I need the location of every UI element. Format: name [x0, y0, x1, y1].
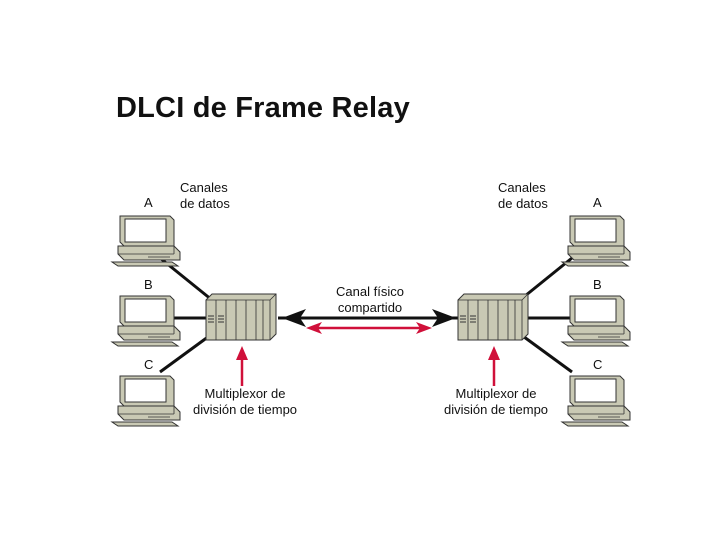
left-terminal-a-label: A: [144, 195, 153, 210]
shared-channel-label: Canal físico compartido: [322, 284, 418, 316]
right-channels-line1: Canales: [498, 180, 546, 195]
right-terminal-c-label: C: [593, 357, 603, 372]
red-arrowhead-left: [306, 322, 322, 334]
left-mux-pointer-head: [236, 346, 248, 360]
left-multiplexer-icon: [205, 293, 277, 341]
right-channels-label: Canales de datos: [498, 180, 548, 212]
right-line-a: [519, 256, 573, 302]
left-mux-line2: división de tiempo: [192, 402, 298, 417]
right-computer-c-icon: [561, 375, 631, 427]
left-mux-line1: Multiplexor de: [204, 386, 286, 401]
left-line-c: [159, 332, 213, 374]
red-arrowhead-right: [416, 322, 432, 334]
left-mux-label: Multiplexor de división de tiempo: [185, 386, 305, 418]
diagram-title: DLCI de Frame Relay: [116, 92, 410, 124]
shared-channel-line1: Canal físico: [336, 284, 404, 299]
physical-channel-arrowhead-left: [282, 309, 306, 327]
left-channels-label: Canales de datos: [180, 180, 230, 212]
left-channels-line2: de datos: [180, 196, 230, 211]
shared-channel-line2: compartido: [337, 300, 403, 315]
right-terminal-a-label: A: [593, 195, 602, 210]
left-computer-b-icon: [111, 295, 181, 347]
physical-channel-arrowhead-right: [432, 309, 456, 327]
left-channels-line1: Canales: [180, 180, 228, 195]
left-computer-c-icon: [111, 375, 181, 427]
right-computer-b-icon: [561, 295, 631, 347]
right-mux-pointer-head: [488, 346, 500, 360]
left-terminal-b-label: B: [144, 277, 153, 292]
right-mux-line2: división de tiempo: [443, 402, 549, 417]
left-computer-a-icon: [111, 215, 181, 267]
right-computer-a-icon: [561, 215, 631, 267]
right-mux-label: Multiplexor de división de tiempo: [436, 386, 556, 418]
right-mux-line1: Multiplexor de: [455, 386, 537, 401]
right-terminal-b-label: B: [593, 277, 602, 292]
right-line-c: [519, 332, 573, 374]
right-multiplexer-icon: [457, 293, 529, 341]
right-channels-line2: de datos: [498, 196, 548, 211]
left-terminal-c-label: C: [144, 357, 154, 372]
